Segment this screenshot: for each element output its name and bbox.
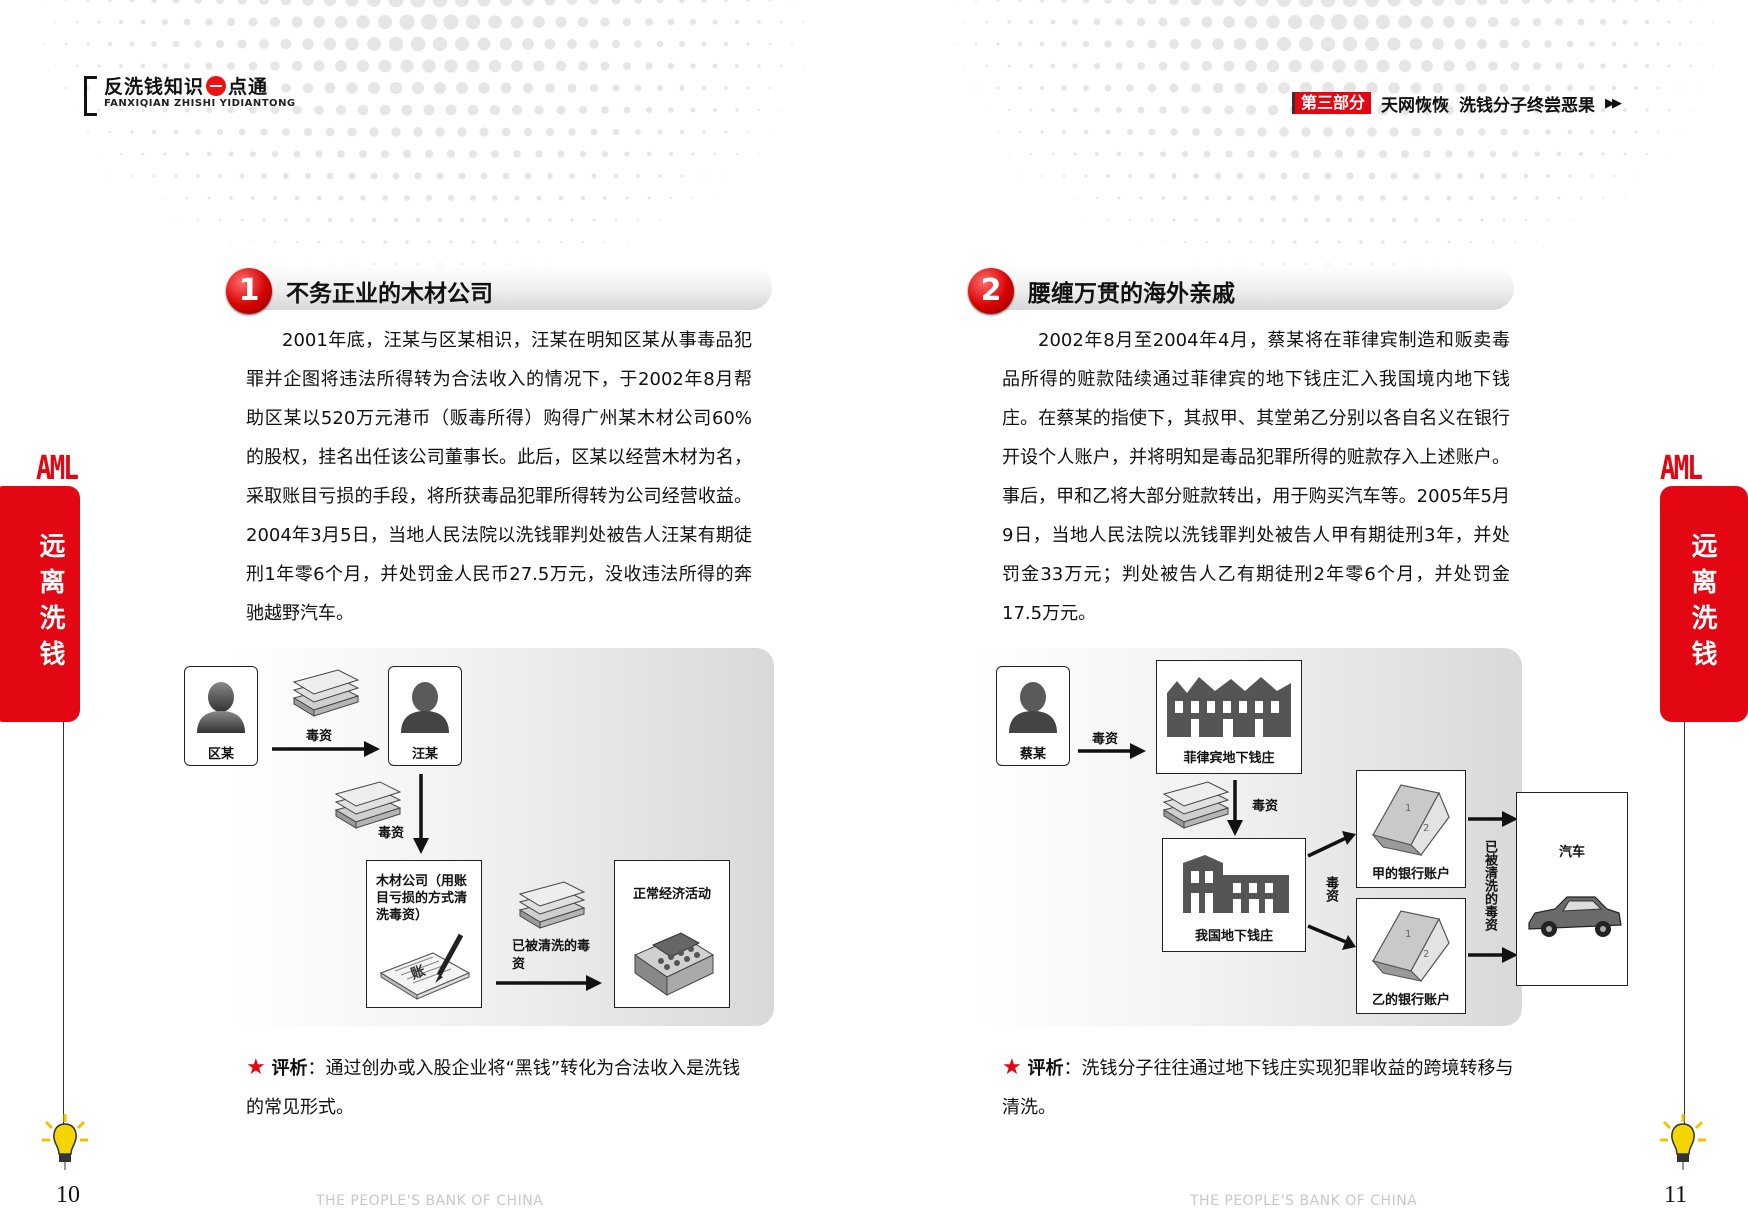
header-bracket-icon xyxy=(84,76,97,116)
money-stack-icon xyxy=(334,781,402,829)
account-b-label: 乙的银行账户 xyxy=(1371,993,1450,1008)
section-title-1: 不务正业的木材公司 xyxy=(286,281,493,307)
arrow-label-2: 毒资 xyxy=(378,826,405,841)
split-arrows-icon xyxy=(1307,831,1356,950)
analysis-label-2: 评析 xyxy=(1027,1058,1064,1079)
cn-bank-box: 我国地下钱庄 xyxy=(1162,838,1306,952)
company-box-label: 木材公司（用账目亏损的方式清洗毒资） xyxy=(376,874,468,923)
calculator-icon xyxy=(633,932,715,996)
bankbook-icon: 12 xyxy=(1371,784,1450,856)
arrow-label-r1: 毒资 xyxy=(1092,732,1119,747)
footer-left: THE PEOPLE'S BANK OF CHINA xyxy=(316,1193,544,1209)
economy-box: 正常经济活动 xyxy=(614,860,730,1008)
section-body-1-text: 2001年底，汪某与区某相识，汪某在明知区某从事毒品犯罪并企图将违法所得转为合法… xyxy=(246,330,752,624)
person-wang-label: 汪某 xyxy=(411,747,438,762)
section-number-1: 1 xyxy=(226,268,272,314)
margin-line-left xyxy=(63,722,64,1142)
analysis-text-2: ：洗钱分子往往通过地下钱庄实现犯罪收益的跨境转移与清洗。 xyxy=(1002,1058,1514,1118)
analysis-1: ★ 评析：通过创办或入股企业将“黑钱”转化为合法收入是洗钱的常见形式。 xyxy=(246,1048,756,1127)
svg-text:账: 账 xyxy=(409,963,428,983)
svg-text:2: 2 xyxy=(1423,823,1429,834)
person-qu-label: 区某 xyxy=(207,747,234,762)
section-body-2-text: 2002年8月至2004年4月，蔡某将在菲律宾制造和贩卖毒品所得的赃款陆续通过菲… xyxy=(1002,330,1510,624)
book-title-left: 反洗钱知识 xyxy=(104,76,205,98)
arrow-right-icon xyxy=(1468,811,1518,827)
ledger-pen-icon: 账 xyxy=(379,933,471,1000)
arrow-right-icon xyxy=(272,741,380,757)
person-box-qu: 区某 xyxy=(184,666,258,766)
red-minus-circle-icon xyxy=(206,76,227,96)
star-icon: ★ xyxy=(1002,1055,1022,1080)
footer-right: THE PEOPLE'S BANK OF CHINA xyxy=(1190,1193,1418,1209)
margin-line-right xyxy=(1684,722,1685,1142)
analysis-2: ★ 评析：洗钱分子往往通过地下钱庄实现犯罪收益的跨境转移与清洗。 xyxy=(1002,1048,1514,1127)
lightbulb-icon-right xyxy=(1660,1114,1706,1170)
analysis-label-1: 评析 xyxy=(271,1058,308,1079)
person-cai-label: 蔡某 xyxy=(1019,747,1046,762)
side-tab-text-left: 远离洗钱 xyxy=(35,532,65,676)
person-box-wang: 汪某 xyxy=(388,666,462,766)
arrow-down-icon xyxy=(413,774,429,854)
star-icon: ★ xyxy=(246,1055,266,1080)
aml-label-right: AML xyxy=(1660,450,1703,488)
person-silhouette-icon xyxy=(197,682,245,733)
lightbulb-icon-left xyxy=(42,1114,88,1170)
building-icon xyxy=(1167,677,1291,737)
fast-forward-icon: ▶▶ xyxy=(1605,95,1622,111)
bankbook-icon: 12 xyxy=(1371,910,1450,982)
part-header: 第三部分 天网恢恢 洗钱分子终尝恶果 ▶▶ xyxy=(1292,92,1622,116)
side-tab-left: 远离洗钱 xyxy=(0,486,80,722)
svg-text:1: 1 xyxy=(1405,803,1411,814)
company-box: 木材公司（用账目亏损的方式清洗毒资） 账 xyxy=(366,860,482,1008)
section-body-2: 2002年8月至2004年4月，蔡某将在菲律宾制造和贩卖毒品所得的赃款陆续通过菲… xyxy=(1002,321,1510,633)
section-bar-2 xyxy=(984,266,1514,310)
cn-bank-label: 我国地下钱庄 xyxy=(1194,929,1273,944)
section-number-2: 2 xyxy=(968,268,1014,314)
car-icon xyxy=(1528,896,1622,937)
analysis-text-1: ：通过创办或入股企业将“黑钱”转化为合法收入是洗钱的常见形式。 xyxy=(246,1058,741,1118)
car-box: 汽车 xyxy=(1516,792,1628,986)
money-stack-icon xyxy=(1162,781,1230,829)
arrow-label-r3: 毒资 xyxy=(1323,876,1338,902)
book-title-right: 点通 xyxy=(228,76,269,98)
money-stack-icon xyxy=(518,881,586,929)
page-number-left: 10 xyxy=(56,1182,80,1208)
page-number-right: 11 xyxy=(1664,1182,1688,1208)
arrow-label-1: 毒资 xyxy=(306,729,333,744)
arrow-label-3: 已被清洗的毒资 xyxy=(512,939,591,972)
svg-text:2: 2 xyxy=(1423,949,1429,960)
section-bar-1 xyxy=(240,266,772,310)
arrow-right-icon xyxy=(496,975,602,991)
side-tab-text-right: 远离洗钱 xyxy=(1687,532,1717,676)
section-title-2: 腰缠万贯的海外亲戚 xyxy=(1028,281,1235,307)
book-subtitle: FANXIQIAN ZHISHI YIDIANTONG xyxy=(104,98,296,109)
part-badge: 第三部分 xyxy=(1292,92,1372,114)
part-title-a: 天网恢恢 xyxy=(1381,95,1450,116)
car-box-label: 汽车 xyxy=(1558,845,1585,860)
arrow-label-r4: 已被清洗的毒资 xyxy=(1482,840,1497,931)
arrow-label-r2: 毒资 xyxy=(1252,799,1279,814)
economy-box-label: 正常经济活动 xyxy=(632,887,711,902)
arrow-right-icon xyxy=(1468,947,1518,963)
money-stack-icon xyxy=(292,669,360,717)
ph-bank-box: 菲律宾地下钱庄 xyxy=(1156,660,1302,774)
aml-label-left: AML xyxy=(36,450,79,488)
building-icon xyxy=(1183,855,1289,913)
account-a-label: 甲的银行账户 xyxy=(1371,867,1450,882)
section-body-1: 2001年底，汪某与区某相识，汪某在明知区某从事毒品犯罪并企图将违法所得转为合法… xyxy=(246,321,752,633)
person-silhouette-icon xyxy=(1009,682,1057,733)
book-title: 反洗钱知识 点通 xyxy=(104,72,268,99)
dot-pattern-background xyxy=(43,0,1714,266)
ph-bank-label: 菲律宾地下钱庄 xyxy=(1183,751,1275,766)
person-silhouette-icon xyxy=(401,682,449,733)
svg-text:1: 1 xyxy=(1405,929,1411,940)
side-tab-right: 远离洗钱 xyxy=(1660,486,1748,722)
arrow-down-icon xyxy=(1227,780,1243,836)
person-box-cai: 蔡某 xyxy=(996,666,1070,766)
arrow-right-icon xyxy=(1078,743,1146,759)
part-title-b: 洗钱分子终尝恶果 xyxy=(1459,95,1596,116)
